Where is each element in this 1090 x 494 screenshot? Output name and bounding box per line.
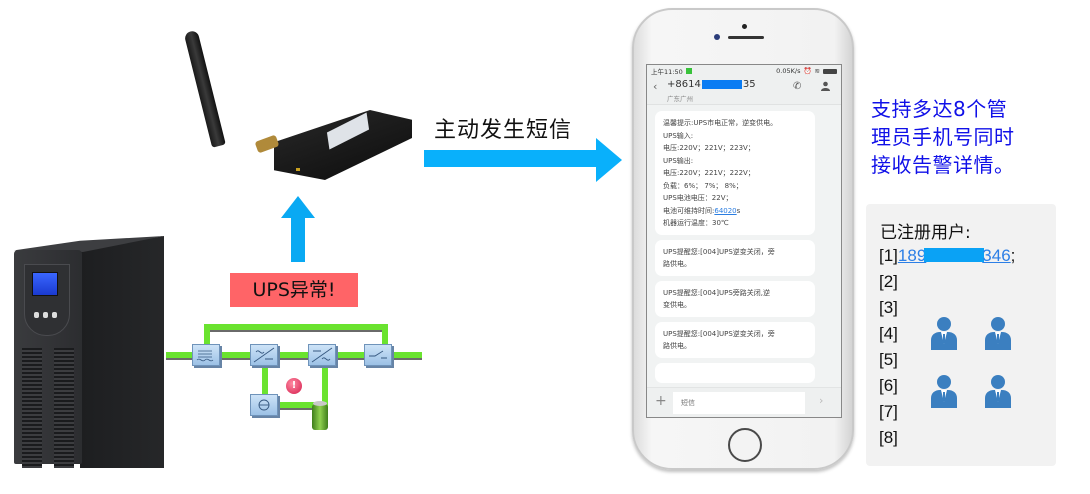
- phone-camera-icon: [714, 34, 720, 40]
- back-icon[interactable]: ‹: [653, 80, 658, 93]
- main-power-line: [166, 352, 422, 358]
- status-time: 上午11:50: [651, 68, 683, 76]
- gsm-modem-image: [262, 110, 412, 180]
- rectifier-module-icon: [250, 344, 278, 366]
- contact-info-icon[interactable]: [821, 81, 830, 94]
- up-arrow-icon: [281, 196, 315, 262]
- user-slot-6: [6]: [879, 376, 898, 395]
- admin-user-icon: [930, 316, 958, 350]
- notification-icon: [685, 68, 692, 74]
- bypass-line: [382, 324, 388, 354]
- contact-location: 广东广州: [667, 95, 693, 103]
- message-list[interactable]: 温馨提示:UPS市电正常，逆变供电。 UPS输入: 电压:220V；221V；2…: [647, 105, 841, 383]
- message-bubble: UPS提醒您:[004]UPS旁路关闭,逆 变供电。: [655, 280, 815, 317]
- admin-user-icon: [930, 374, 958, 408]
- message-bubble: UPS提醒您:[004]UPS逆变关闭，旁 路供电。: [655, 321, 815, 358]
- ups-front-panel: [14, 250, 82, 468]
- admin-user-icon: [984, 316, 1012, 350]
- battery-line: [322, 358, 328, 410]
- battery-line: [262, 358, 268, 402]
- bypass-line: [204, 324, 210, 354]
- phone-speaker: [728, 36, 764, 39]
- alarm-icon: ⏰: [803, 67, 812, 75]
- message-composer: + ›: [647, 387, 841, 417]
- ups-vent-grill: [22, 348, 42, 468]
- ups-vent-grill: [54, 348, 74, 468]
- ups-button: [52, 312, 57, 318]
- network-speed: 0.05K/s: [776, 67, 801, 75]
- status-bar: 上午11:50 0.05K/s ⏰ ≋: [647, 65, 841, 77]
- wifi-icon: ≋: [814, 67, 820, 75]
- charger-module-icon: [250, 394, 278, 416]
- modem-led: [296, 168, 300, 171]
- runtime-link[interactable]: 64020: [714, 206, 737, 215]
- ups-control-panel: [24, 264, 70, 336]
- user-slot-3: [3]: [879, 298, 898, 317]
- ups-side-panel: [80, 236, 164, 468]
- static-switch-module-icon: [364, 344, 392, 366]
- user-slot-7: [7]: [879, 402, 898, 421]
- user-slot-4: [4]: [879, 324, 898, 343]
- ups-tower-image: [14, 236, 164, 468]
- ups-button: [34, 312, 39, 318]
- battery-icon: [312, 401, 328, 430]
- sms-input[interactable]: [673, 392, 805, 414]
- home-button[interactable]: [728, 428, 762, 462]
- warning-icon: !: [286, 378, 302, 394]
- user-slot-5: [5]: [879, 350, 898, 369]
- user-slot-8: [8]: [879, 428, 898, 447]
- message-bubble-partial: [655, 362, 815, 383]
- ups-alert-badge: UPS异常!: [230, 273, 358, 307]
- message-bubble-status: 温馨提示:UPS市电正常，逆变供电。 UPS输入: 电压:220V；221V；2…: [655, 111, 815, 235]
- add-attachment-icon[interactable]: +: [655, 393, 667, 409]
- send-sms-label: 主动发生短信: [434, 118, 573, 143]
- battery-line: [262, 402, 328, 408]
- redaction-bar: [924, 248, 985, 262]
- call-icon[interactable]: ✆: [793, 81, 802, 92]
- user-slot-2: [2]: [879, 272, 898, 291]
- ups-button: [43, 312, 48, 318]
- antenna-icon: [183, 29, 226, 148]
- battery-status-icon: [823, 68, 837, 74]
- ups-lcd-display: [32, 272, 58, 296]
- admin-user-icon: [984, 374, 1012, 408]
- right-arrow-icon: [424, 138, 622, 184]
- bypass-line: [204, 324, 388, 330]
- inverter-module-icon: [308, 344, 336, 366]
- phone-sensor: [742, 24, 747, 29]
- redaction-bar: [701, 79, 742, 89]
- message-bubble: UPS提醒您:[004]UPS逆变关闭，旁 路供电。: [655, 239, 815, 276]
- ups-topology-diagram: !: [166, 318, 424, 434]
- send-icon[interactable]: ›: [819, 394, 824, 407]
- input-filter-module-icon: [192, 344, 220, 366]
- feature-description: 支持多达8个管 理员手机号同时 接收告警详情。: [871, 97, 1015, 177]
- users-title: 已注册用户:: [880, 223, 971, 243]
